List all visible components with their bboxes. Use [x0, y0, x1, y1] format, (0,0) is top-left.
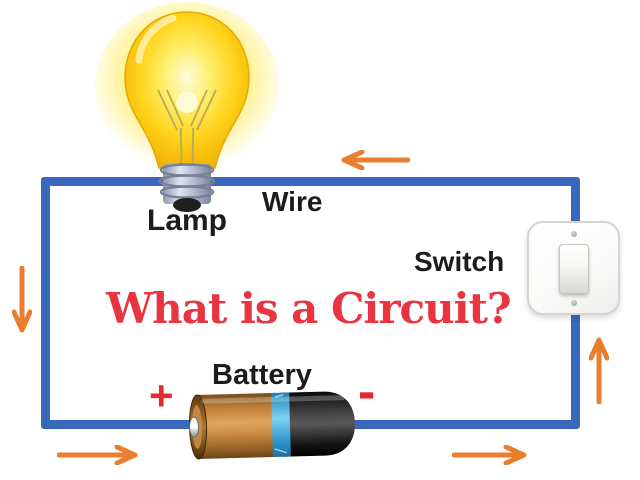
- switch-rocker: [558, 244, 589, 294]
- negative-terminal-label: -: [358, 363, 376, 421]
- switch-screw-icon: [570, 231, 577, 237]
- battery-terminal-nub: [189, 416, 200, 438]
- switch-label: Switch: [414, 246, 505, 277]
- switch-icon: [527, 221, 620, 315]
- page-title: What is a Circuit?: [106, 284, 512, 333]
- current-arrow-left-icon: [341, 150, 410, 170]
- lamp-bulb-icon: [95, 2, 279, 212]
- current-arrow-up-icon: [589, 337, 609, 404]
- current-arrow-right-icon: [452, 445, 527, 465]
- switch-screw-icon: [570, 300, 577, 306]
- positive-terminal-label: +: [149, 372, 174, 419]
- battery-copper-section: [195, 392, 277, 460]
- battery-icon: [188, 391, 355, 460]
- wire-label: Wire: [262, 186, 323, 217]
- current-arrow-down-icon: [12, 266, 32, 333]
- bulb-filament-hotspot: [176, 91, 198, 113]
- battery-band: [271, 392, 291, 458]
- battery-label: Battery: [212, 359, 312, 391]
- bulb-contact-tip: [173, 198, 201, 212]
- current-arrow-right-icon: [57, 445, 138, 465]
- battery-black-section: [280, 391, 355, 457]
- bulb-highlight: [135, 14, 177, 64]
- bulb-screw-base: [158, 163, 216, 212]
- lamp-label: Lamp: [147, 204, 228, 237]
